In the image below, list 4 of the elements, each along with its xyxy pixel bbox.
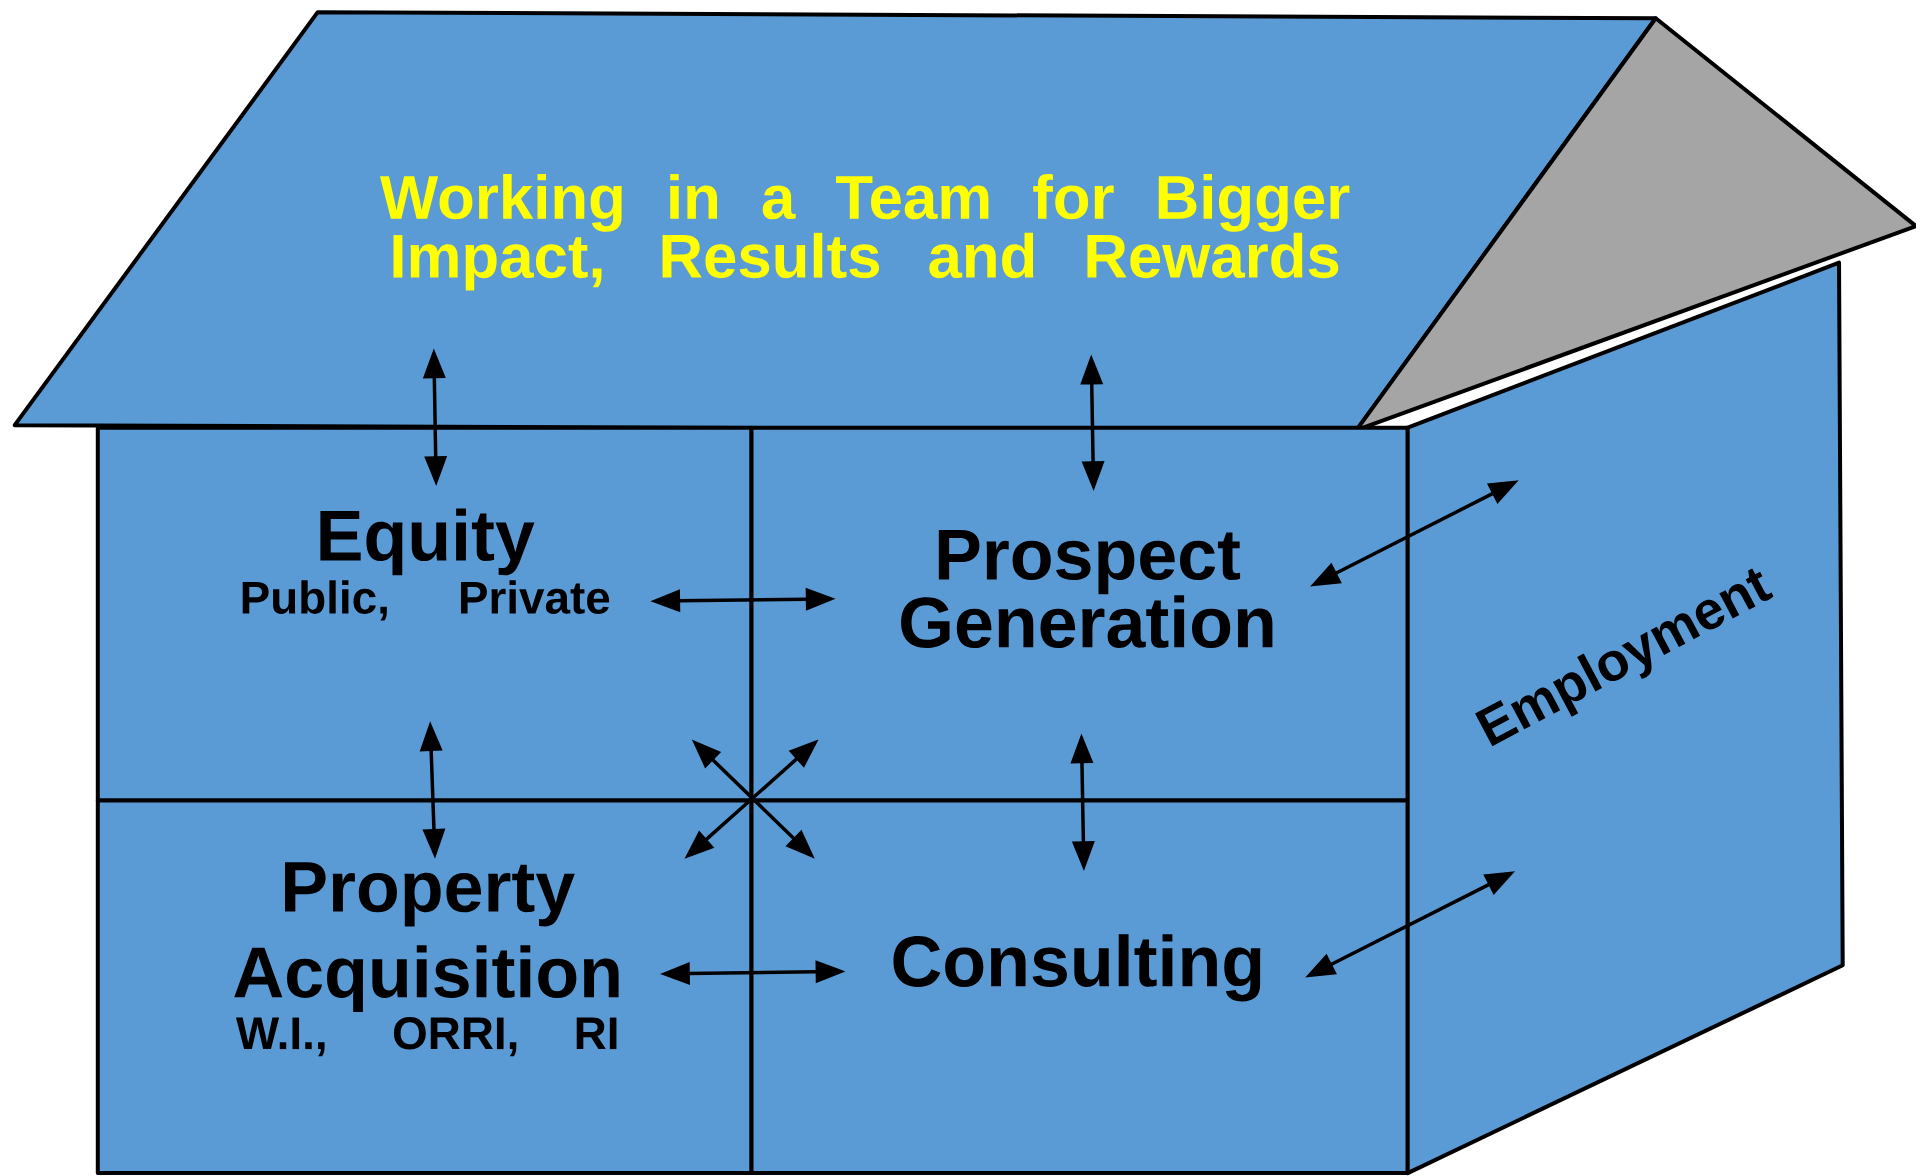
cell: Prospect Generation [749, 425, 1410, 803]
cell: Property Acquisition W.I., ORRI, RI [95, 798, 754, 1176]
cell: Equity Public, Private [95, 425, 754, 803]
cell: Consulting [749, 798, 1410, 1176]
